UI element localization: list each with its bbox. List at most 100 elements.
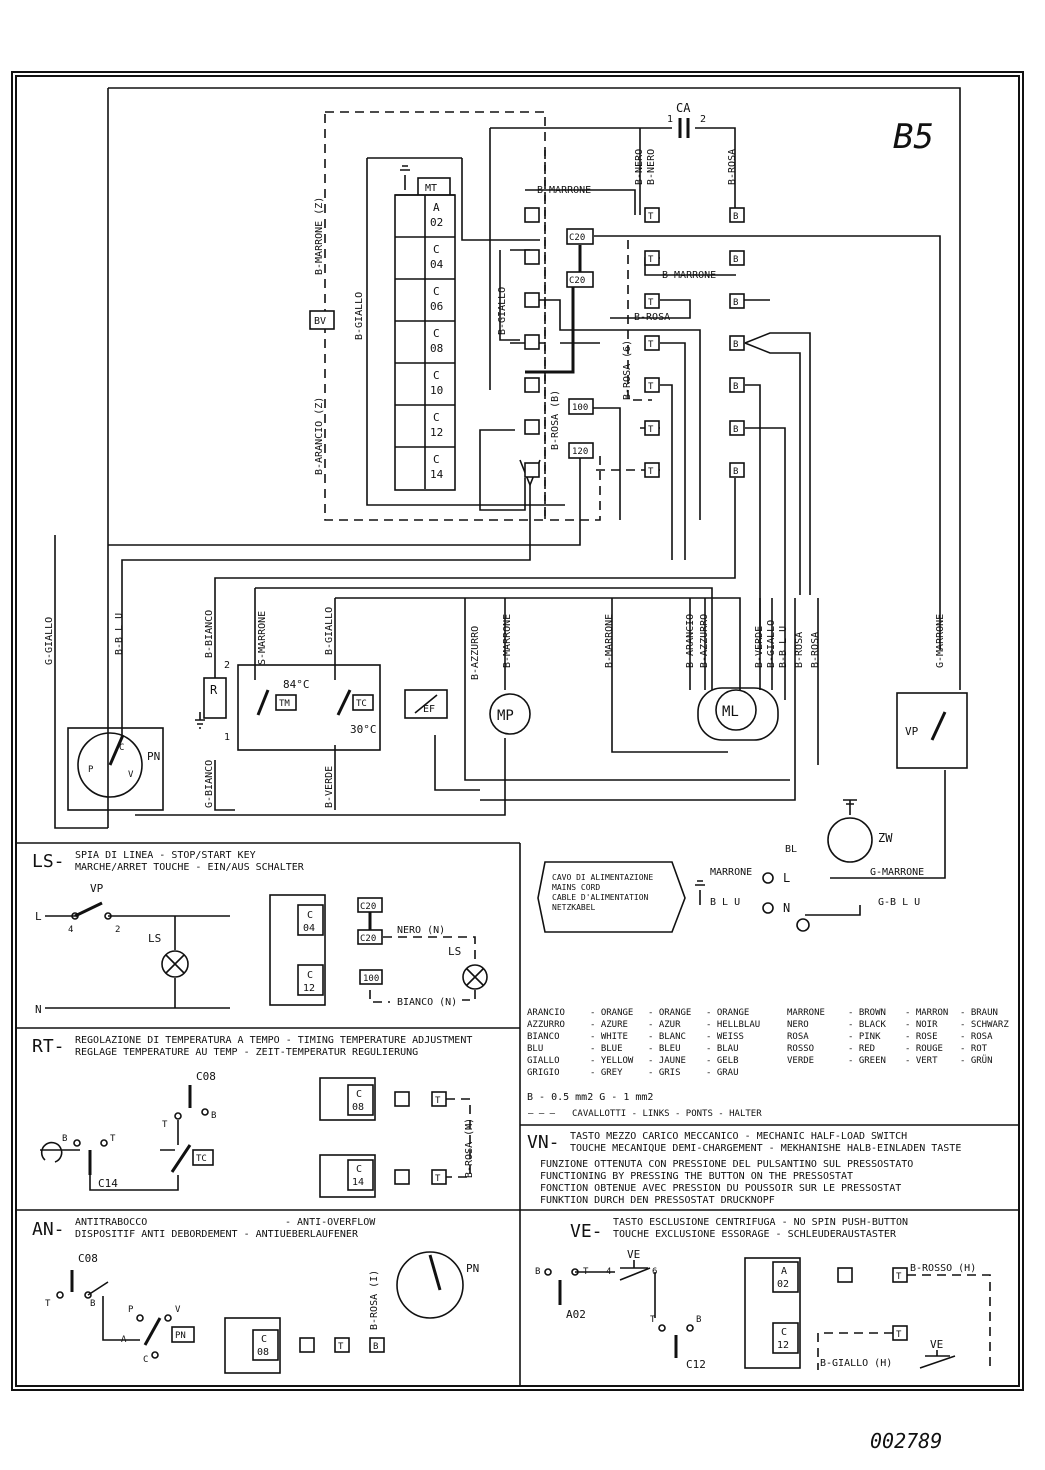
timer-row-number: 02 <box>430 216 443 229</box>
rt-contact <box>201 1108 209 1116</box>
bv-label: BV <box>314 316 326 327</box>
wire-label: B-VERDE <box>754 626 765 668</box>
terminal-t-label: T <box>648 382 654 392</box>
wire-vp-to-l <box>830 770 946 879</box>
rt-timer-fragment <box>319 1154 376 1198</box>
vn-description-line: FUNCTIONING BY PRESSING THE BUTTON ON TH… <box>540 1171 853 1182</box>
ls-04-label: 04 <box>303 923 315 934</box>
wire-label: B-NERO <box>646 149 657 185</box>
pn-box <box>67 727 164 811</box>
ve-terminal-t-label: T <box>896 1330 902 1340</box>
wire-frame-top <box>108 87 961 650</box>
rt-t2: T <box>110 1134 116 1144</box>
rt-rosa-label: B-ROSA (M) <box>464 1118 475 1178</box>
wire-c20-right <box>594 235 941 650</box>
wire-label: B-AZZURRO <box>470 626 481 680</box>
ls-pin-4: 4 <box>68 925 73 935</box>
ground-icon <box>843 799 857 815</box>
outer-frame <box>11 71 1024 1391</box>
c20-label: C20 <box>569 276 585 286</box>
timer-row-number: 10 <box>430 384 443 397</box>
ls-lamp2-label: LS <box>448 945 461 958</box>
an-pn: PN <box>466 1262 479 1275</box>
vn-description-line: FUNKTION DURCH DEN PRESSOSTAT DRUCKNOPF <box>540 1195 775 1206</box>
wire-bianco <box>214 478 736 682</box>
an-title-1a: ANTITRABOCCO <box>75 1217 147 1228</box>
wire-label: B-B L U <box>114 613 125 655</box>
ls-12-label: 12 <box>303 983 315 994</box>
pn-c-label: C <box>119 743 124 753</box>
wire-t5 <box>660 384 673 560</box>
terminal-b <box>729 462 745 478</box>
terminal-l-icon <box>762 872 774 884</box>
c20-box <box>566 271 594 288</box>
wire-label: B-GIALLO <box>766 620 777 668</box>
wire-c12 <box>479 429 526 511</box>
an-c-label: C <box>261 1334 267 1345</box>
rt-code: RT- <box>32 1036 65 1057</box>
an-c08-box <box>252 1329 279 1361</box>
ls-bianco: BIANCO (N) <box>397 997 457 1008</box>
terminal-t <box>644 250 660 266</box>
rt-contact <box>100 1139 108 1147</box>
an-c08: C08 <box>78 1252 98 1265</box>
legend-entry: - AZUR <box>648 1020 681 1030</box>
wire-c06 <box>535 299 701 520</box>
ls-lamp-icon <box>462 964 488 990</box>
terminal-100-box <box>568 398 594 415</box>
wire-label: B-ROSA <box>810 632 821 668</box>
wire-label: S-MARRONE <box>257 611 268 665</box>
terminal-block <box>524 377 540 393</box>
legend-entry: ROSSO <box>787 1044 814 1054</box>
wire-giallo-mid <box>499 250 520 341</box>
tc-label: TC <box>356 699 367 709</box>
rt-t: T <box>162 1120 168 1130</box>
color-legend: ARANCIO- ORANGE- ORANGE- ORANGEAZZURRO- … <box>527 1008 1009 1078</box>
wire-label: B-VERDE <box>324 766 335 808</box>
zw-label: ZW <box>878 831 893 845</box>
timer-row-number: 04 <box>430 258 444 271</box>
terminal-b-label: B <box>733 467 738 477</box>
pn-label: PN <box>147 750 160 763</box>
terminal-t-label: T <box>648 212 654 222</box>
an-terminal-b <box>369 1337 385 1353</box>
ve-timer-fragment <box>744 1257 801 1369</box>
ve-a-label: A <box>781 1266 787 1277</box>
ml-motor-housing <box>697 687 779 741</box>
rt-c14-box <box>347 1159 374 1191</box>
ve-c12: C12 <box>686 1358 706 1371</box>
rt-b: B <box>211 1111 216 1121</box>
legend-entry: ROSA <box>787 1032 809 1042</box>
ls-contact <box>104 912 112 920</box>
tm-label: TM <box>279 699 290 709</box>
ls-nero: NERO (N) <box>397 925 445 936</box>
legend-entry: - BROWN <box>848 1008 886 1018</box>
rt-timer-knob-icon <box>40 1141 80 1163</box>
wire-b4 <box>744 332 811 595</box>
an-contact <box>164 1314 172 1322</box>
legend-entry: - PINK <box>848 1032 881 1042</box>
drawing-number: 002789 <box>870 1429 942 1453</box>
ls-circuit <box>45 915 230 1009</box>
mains-cord-line: CAVO DI ALIMENTAZIONE <box>552 873 653 882</box>
ls-contact <box>71 912 79 920</box>
terminal-t-label: T <box>648 298 654 308</box>
wire-b6 <box>745 427 786 700</box>
wire-label: B-AZZURRO <box>699 614 710 668</box>
ve-6: 6 <box>652 1267 657 1277</box>
an-terminal-b-label: B <box>373 1342 378 1352</box>
legend-entry: - YELLOW <box>590 1056 634 1066</box>
wire-label: G-B L U <box>878 897 920 908</box>
legend-entry: GIALLO <box>527 1056 560 1066</box>
mt-label: MT <box>425 183 437 194</box>
rt-tc-label: TC <box>196 1154 207 1164</box>
terminal-block <box>524 334 540 350</box>
terminal-b-label: B <box>733 255 738 265</box>
ls-lamp-cross <box>165 954 185 974</box>
wire-mt-right <box>461 158 540 241</box>
wire-label: G-MARRONE <box>870 867 924 878</box>
plug-pin-icon <box>796 918 810 932</box>
wire-ef-bottom <box>434 735 480 791</box>
wire-label: B-ROSA (B) <box>550 390 561 450</box>
